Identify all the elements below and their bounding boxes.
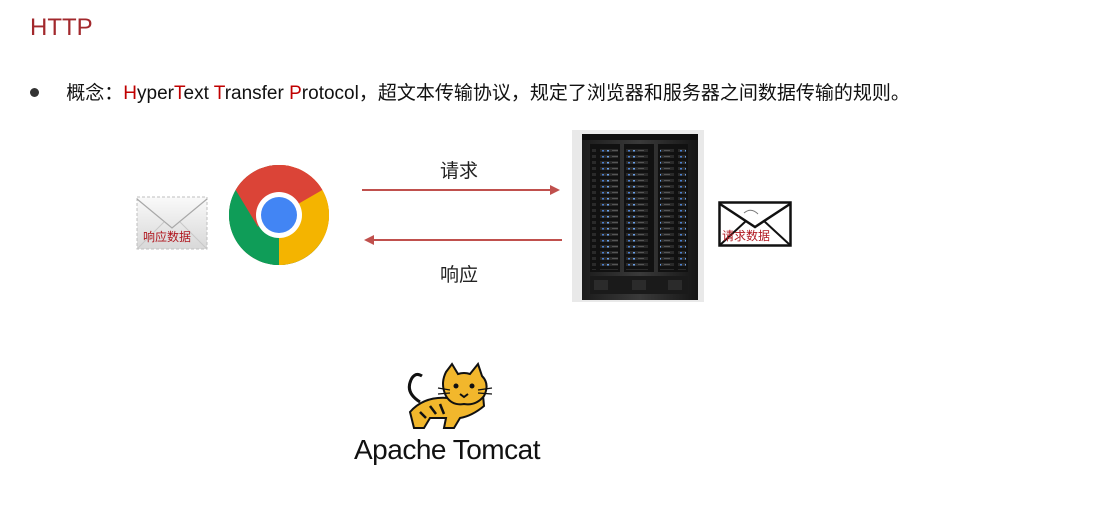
concept-p-rest: rotocol: [301, 83, 359, 104]
concept-h-letter: H: [123, 83, 138, 104]
concept-h-rest: yper: [137, 83, 174, 104]
chrome-browser-icon: [227, 163, 331, 267]
concept-t2-rest: ransfer: [224, 83, 290, 104]
response-envelope-label: 响应数据: [143, 230, 192, 244]
request-label: 请求: [440, 161, 479, 182]
response-arrow: [360, 232, 564, 248]
request-envelope-label: 请求数据: [722, 229, 771, 243]
response-label: 响应: [440, 265, 479, 286]
concept-t1-rest: ext: [183, 83, 214, 104]
tomcat-cat-icon: [400, 361, 500, 434]
concept-prefix: 概念：: [66, 83, 124, 104]
tomcat-logo-text: Apache Tomcat: [354, 434, 541, 465]
concept-p-letter: P: [289, 83, 302, 104]
concept-suffix: ，超文本传输协议，规定了浏览器和服务器之间数据传输的规则。: [358, 83, 910, 104]
page-title: HTTP: [30, 14, 93, 41]
response-envelope-icon: [136, 196, 208, 250]
server-rack-icon: [572, 130, 704, 302]
request-envelope-icon: [718, 201, 792, 247]
request-arrow: [360, 182, 564, 198]
concept-bullet: 概念：HyperText Transfer Protocol，超文本传输协议，规…: [30, 78, 910, 105]
concept-t2-letter: T: [213, 83, 225, 104]
concept-t1-letter: T: [174, 83, 184, 104]
bullet-icon: [30, 87, 39, 97]
